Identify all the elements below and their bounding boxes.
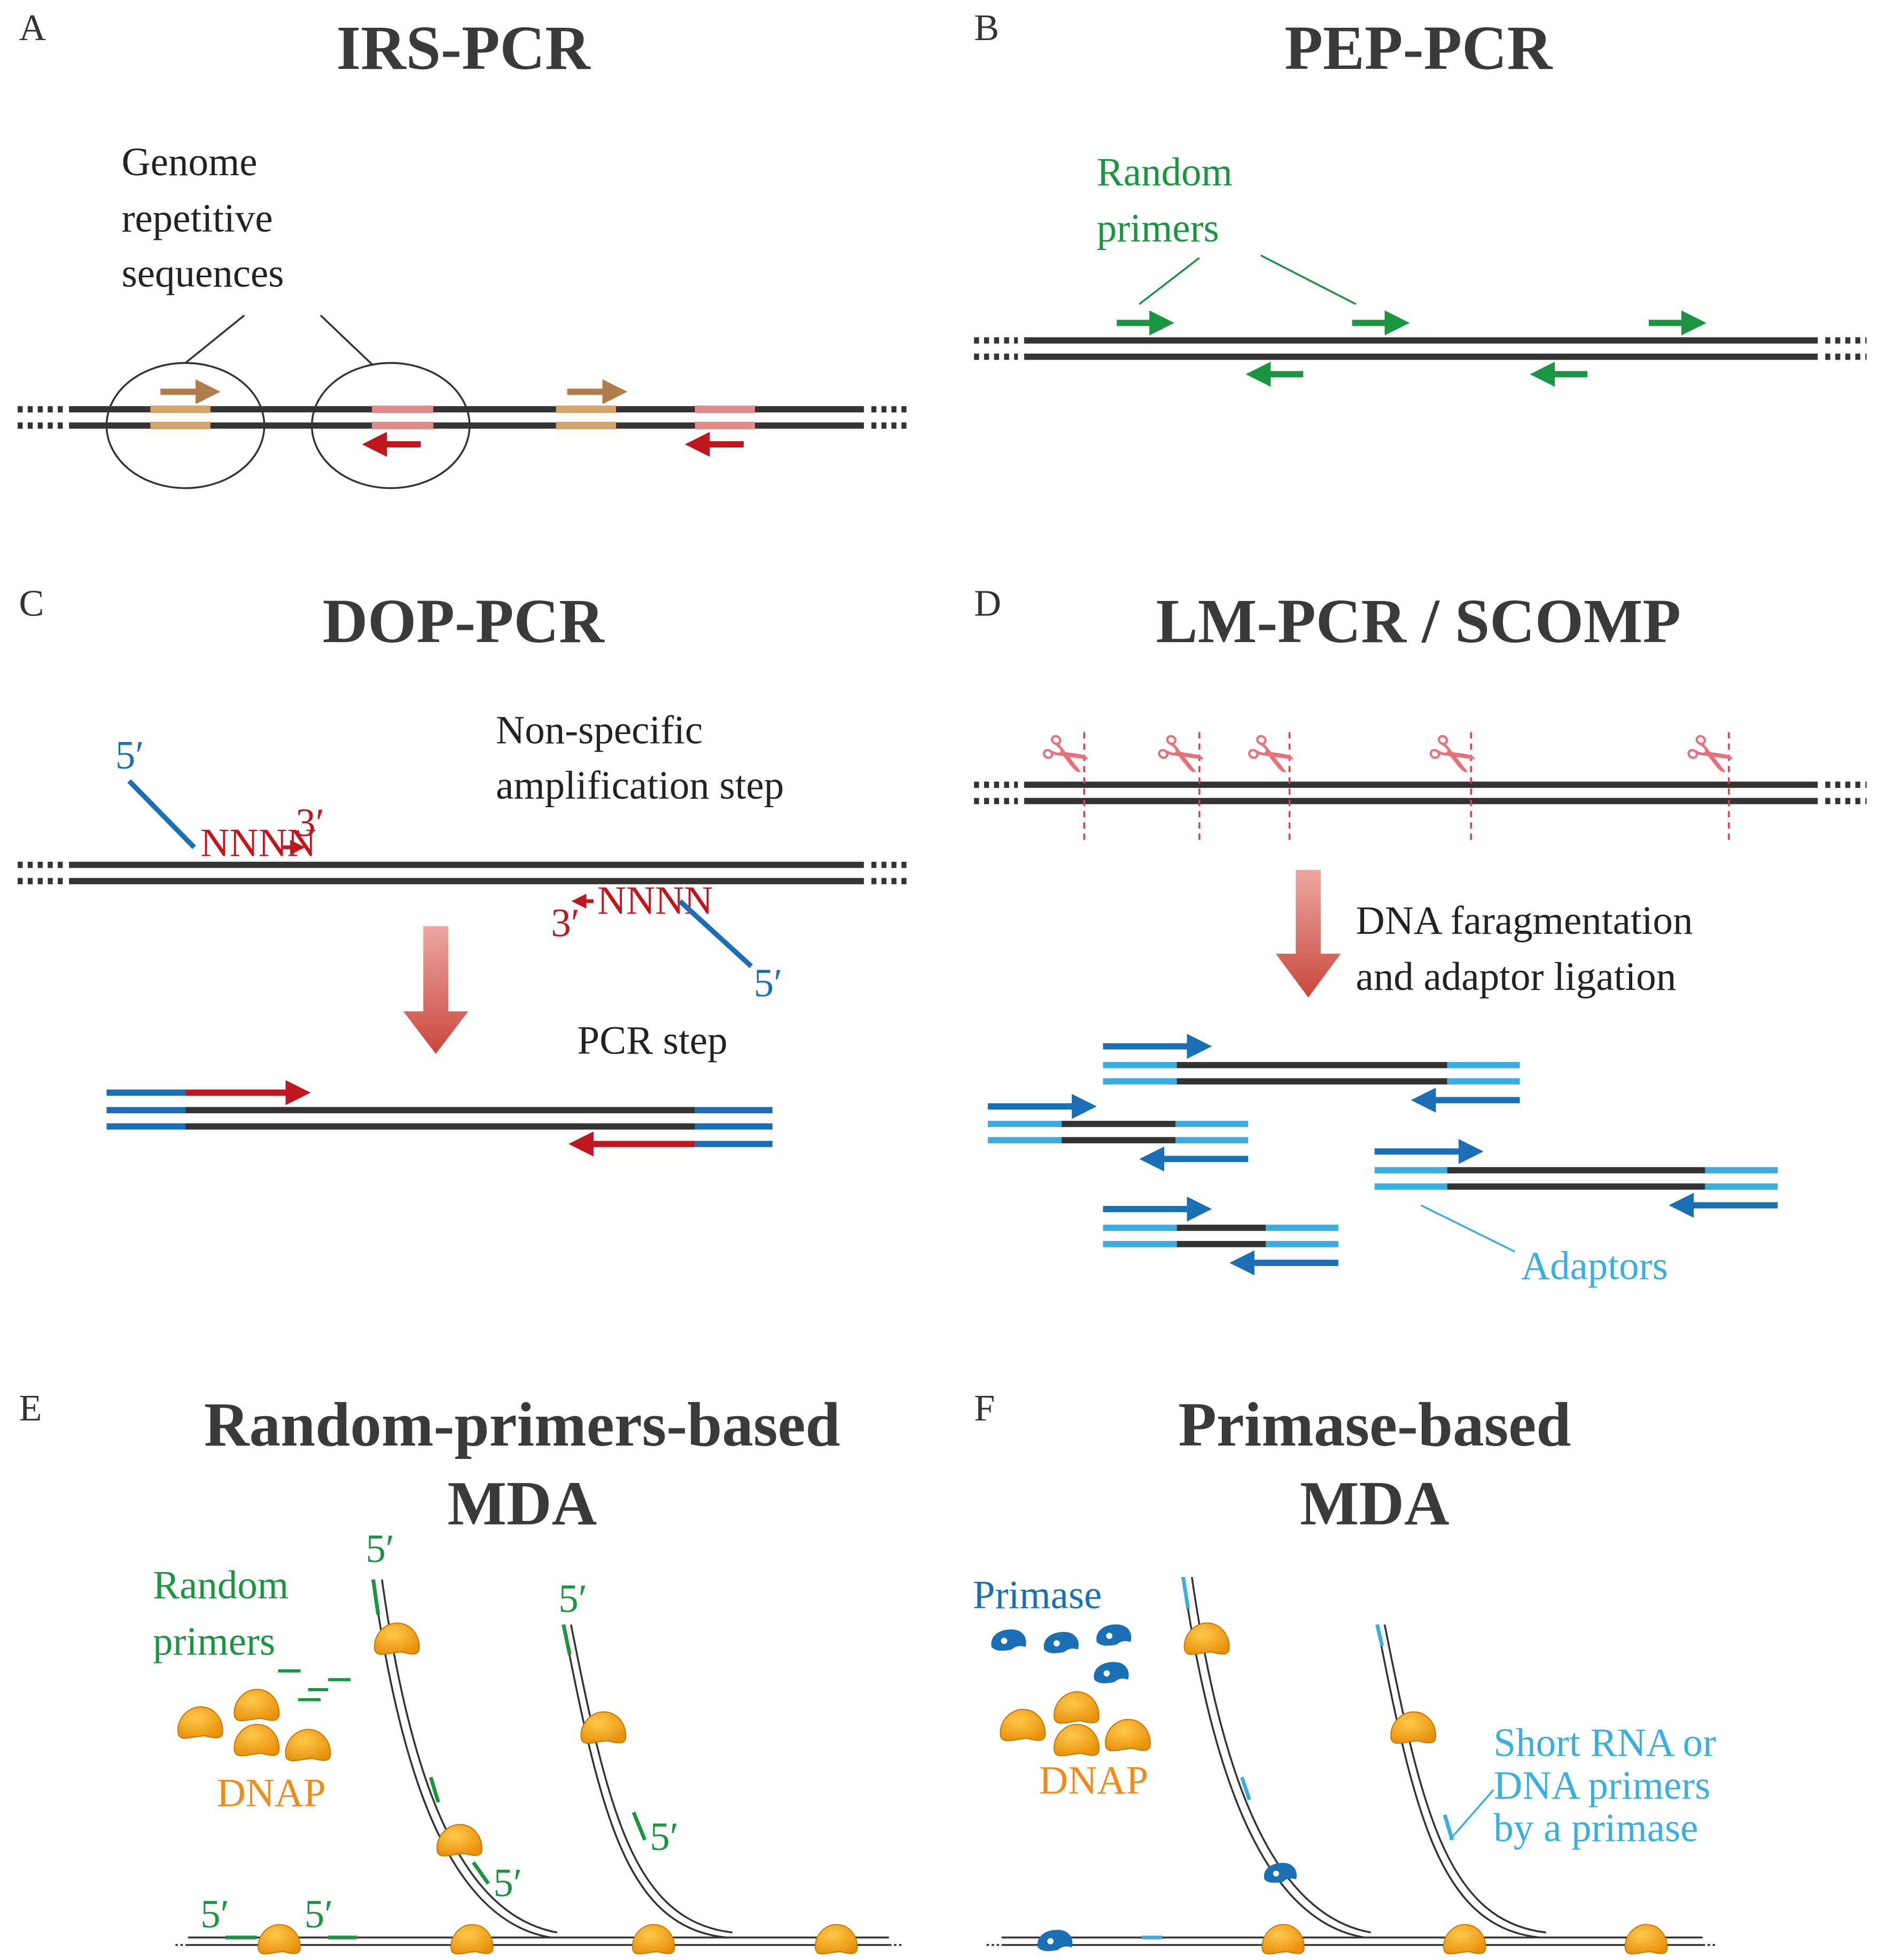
panel-letter: D xyxy=(974,583,1001,624)
label-line: sequences xyxy=(122,252,284,296)
primer-note-line: by a primase xyxy=(1493,1806,1698,1850)
highlight-circle xyxy=(310,362,471,489)
panel-c: C DOP-PCR Non-specific amplification ste… xyxy=(18,583,911,1157)
callout-line xyxy=(1260,254,1357,305)
adaptor-fragments xyxy=(987,1034,1778,1276)
three-prime-label: 3′ xyxy=(295,801,324,845)
cut-sites xyxy=(1083,732,1730,845)
panel-letter: A xyxy=(19,7,46,49)
panel-letter: F xyxy=(974,1387,995,1429)
panel-f: F Primase-based MDA Primase DNAP xyxy=(973,1387,1718,1955)
panel-title: LM-PCR / SCOMP xyxy=(1156,587,1681,656)
five-prime-label: 5′ xyxy=(754,961,783,1005)
panel-title: MDA xyxy=(447,1470,597,1539)
pcr-product xyxy=(106,1080,773,1157)
random-primer-fragments xyxy=(278,1669,351,1701)
primer-note-line: DNA primers xyxy=(1493,1763,1710,1808)
panel-b: B PEP-PCR Random primers xyxy=(974,7,1867,387)
callout-line xyxy=(1139,257,1200,305)
five-prime-labels: 5′ 5′ 5′ 5′ 5′ 5′ xyxy=(200,1527,679,1936)
panel-letter: B xyxy=(974,7,999,49)
panel-title: Primase-based xyxy=(1178,1391,1571,1459)
new-primers xyxy=(225,1579,647,1940)
primase-label: Primase xyxy=(973,1573,1102,1618)
primase-enzymes xyxy=(991,1624,1132,1683)
callout-line xyxy=(1420,1204,1516,1253)
dnap-enzymes xyxy=(1000,1691,1151,1756)
callout-line xyxy=(1449,1789,1494,1841)
callout-line xyxy=(184,315,245,364)
fragment xyxy=(1374,1139,1778,1218)
dna-duplex xyxy=(974,337,1867,360)
primer-note-line: Short RNA or xyxy=(1493,1721,1716,1765)
step-label: and adaptor ligation xyxy=(1356,955,1677,999)
step-label: PCR step xyxy=(577,1019,727,1063)
mda-strands xyxy=(986,1576,1718,1946)
five-prime-label: 5′ xyxy=(558,1577,587,1621)
dop-primer-reverse: 3′ NNNN 5′ xyxy=(551,878,782,1005)
dna-duplex xyxy=(18,862,911,885)
five-prime-label: 5′ xyxy=(115,733,144,778)
panel-title: IRS-PCR xyxy=(337,14,591,83)
five-prime-label: 5′ xyxy=(650,1815,679,1859)
callout-line xyxy=(320,315,374,366)
five-prime-label: 5′ xyxy=(365,1527,394,1571)
three-prime-label: 3′ xyxy=(551,901,580,945)
repeat-segments xyxy=(150,405,755,430)
panel-title: DOP-PCR xyxy=(323,587,605,656)
panel-a: A IRS-PCR Genome repetitive sequences xyxy=(18,7,911,489)
label-line: Random xyxy=(1097,150,1233,194)
dnap-on-strands xyxy=(258,1622,858,1955)
panel-letter: E xyxy=(19,1387,42,1429)
panel-d: D LM-PCR / SCOMP ✂ ✂ ✂ ✂ ✂ DNA faragment… xyxy=(974,583,1867,1288)
panel-title: MDA xyxy=(1300,1470,1450,1539)
short-primers xyxy=(1142,1576,1454,1940)
primer-arrows xyxy=(1117,310,1706,387)
step-label: DNA faragmentation xyxy=(1356,899,1693,943)
process-arrow-icon xyxy=(403,926,469,1054)
label-line: primers xyxy=(153,1619,275,1664)
five-prime-label: 5′ xyxy=(493,1861,522,1906)
step-label: amplification step xyxy=(496,763,784,808)
step-label: Non-specific xyxy=(496,708,703,753)
adaptors-label: Adaptors xyxy=(1521,1244,1668,1288)
dnap-label: DNAP xyxy=(217,1771,326,1815)
label-line: primers xyxy=(1097,206,1219,251)
dna-duplex xyxy=(974,782,1867,805)
five-prime-label: 5′ xyxy=(200,1892,229,1936)
panel-title: PEP-PCR xyxy=(1284,14,1553,83)
label-line: Genome xyxy=(122,140,258,184)
panel-title: Random-primers-based xyxy=(204,1391,840,1459)
fragment xyxy=(1103,1196,1338,1276)
dnap-label: DNAP xyxy=(1039,1758,1148,1802)
panel-letter: C xyxy=(19,583,44,624)
primer-arrows xyxy=(160,379,744,457)
fragment xyxy=(1103,1034,1520,1113)
mda-strands xyxy=(175,1579,904,1946)
highlight-circle xyxy=(105,362,266,489)
process-arrow-icon xyxy=(1275,870,1341,998)
five-prime-label: 5′ xyxy=(305,1892,333,1936)
dop-primer-forward: 5′ NNNN 3′ xyxy=(115,733,324,865)
label-line: Random xyxy=(153,1563,289,1607)
fragment xyxy=(987,1094,1249,1172)
label-line: repetitive xyxy=(122,196,273,240)
panel-e: E Random-primers-based MDA Random primer… xyxy=(19,1387,904,1955)
